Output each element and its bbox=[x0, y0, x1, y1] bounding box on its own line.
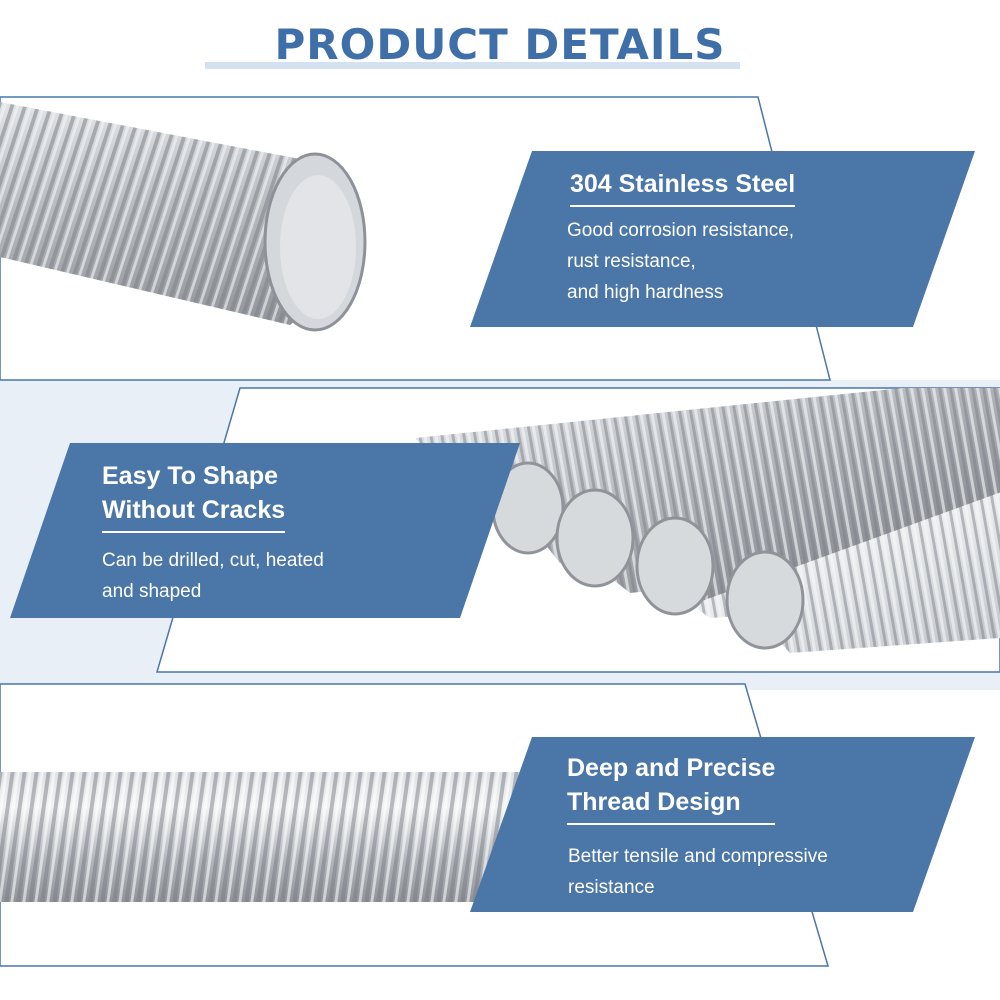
feature-3-title: Deep and Precise Thread Design bbox=[567, 751, 776, 825]
threaded-rod-end-image bbox=[0, 102, 367, 332]
page-title: PRODUCT DETAILS bbox=[274, 20, 726, 69]
feature-callout-2: Easy To Shape Without Cracks Can be dril… bbox=[10, 443, 520, 618]
feature-2-body: Can be drilled, cut, heated and shaped bbox=[102, 550, 324, 602]
feature-callout-1: 304 Stainless Steel Good corrosion resis… bbox=[470, 151, 975, 327]
threaded-rod-side-image bbox=[0, 772, 520, 902]
feature-2-title: Easy To Shape Without Cracks bbox=[102, 459, 286, 533]
feature-1-body: Good corrosion resistance, rust resistan… bbox=[567, 220, 795, 303]
title-underline bbox=[205, 62, 740, 69]
threaded-rod-bundle-image bbox=[415, 388, 1000, 653]
feature-callout-3: Deep and Precise Thread Design Better te… bbox=[470, 737, 975, 912]
callout-1-background bbox=[470, 151, 975, 327]
feature-3-body: Better tensile and compressive resistanc… bbox=[568, 846, 828, 898]
feature-1-title: 304 Stainless Steel bbox=[570, 167, 796, 207]
callout-2-background bbox=[10, 443, 520, 618]
